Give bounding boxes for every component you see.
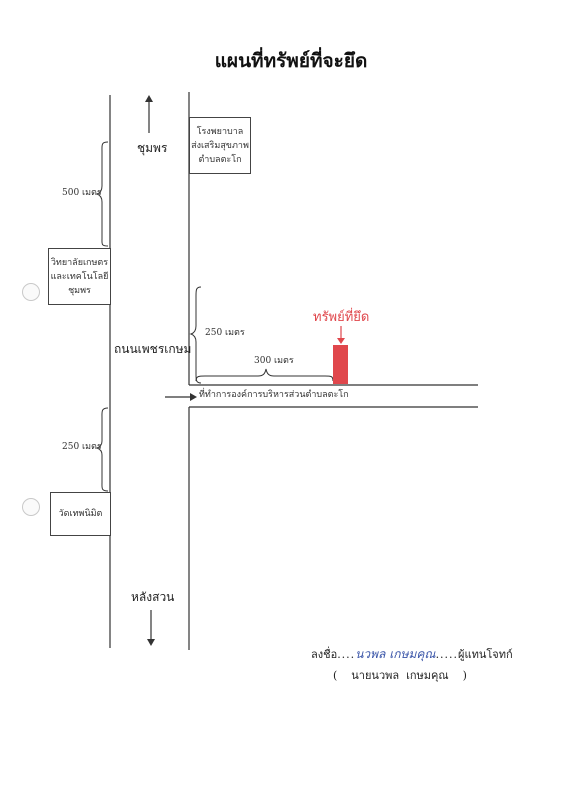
- document-title: แผนที่ทรัพย์ที่จะยึด: [214, 50, 368, 72]
- college-label-line-1: วิทยาลัยเกษตร: [50, 257, 109, 268]
- hospital-label-line-2: ส่งเสริมสุขภาพ: [191, 140, 249, 151]
- south-label: หลังสวน: [131, 590, 175, 604]
- punch-hole-top: [22, 283, 40, 301]
- brace-300m: [195, 368, 334, 382]
- south-arrow-head: [147, 639, 155, 646]
- road-name: ถนนเพชรเกษม: [114, 342, 192, 356]
- signature-handwritten: นวพล เกษมคุณ: [355, 647, 436, 661]
- distance-300m: 300 เมตร: [254, 356, 294, 366]
- brace-250m-east: [189, 286, 202, 384]
- punch-hole-bottom: [22, 498, 40, 516]
- signature-prefix: ลงชื่อ: [311, 648, 338, 661]
- seized-arrow-head: [337, 338, 345, 344]
- temple-label: วัดเทพนิมิต: [58, 509, 103, 519]
- printed-name: ( นายนวพล เกษมคุณ ): [333, 669, 467, 682]
- distance-250m-east: 250 เมตร: [205, 328, 245, 338]
- hospital-label-line-1: โรงพยาบาล: [196, 126, 244, 137]
- office-label: ที่ทำการองค์การบริหารส่วนตำบลตะโก: [199, 390, 349, 400]
- signature-suffix: ผู้แทนโจทก์: [458, 648, 513, 661]
- brace-250m-south: [95, 407, 109, 492]
- distance-500m: 500 เมตร: [62, 188, 102, 198]
- brace-500m: [95, 141, 109, 247]
- temple-box: วัดเทพนิมิต: [50, 492, 111, 536]
- seized-property-label: ทรัพย์ที่ยึด: [313, 310, 370, 325]
- north-arrow-head: [145, 95, 153, 102]
- college-label-line-3: ชุมพร: [68, 285, 91, 296]
- seized-property-marker: [333, 345, 348, 384]
- hospital-box: โรงพยาบาล ส่งเสริมสุขภาพ ตำบลตะโก: [189, 117, 251, 174]
- distance-250m-south: 250 เมตร: [62, 442, 102, 452]
- college-label-line-2: และเทคโนโลยี: [50, 271, 109, 282]
- hospital-label-line-3: ตำบลตะโก: [198, 154, 242, 165]
- office-arrow-head: [190, 393, 197, 401]
- north-label: ชุมพร: [137, 141, 168, 155]
- college-box: วิทยาลัยเกษตร และเทคโนโลยี ชุมพร: [48, 248, 111, 305]
- signature-line: ลงชื่อ....นวพล เกษมคุณ.....ผู้แทนโจทก์: [311, 647, 513, 661]
